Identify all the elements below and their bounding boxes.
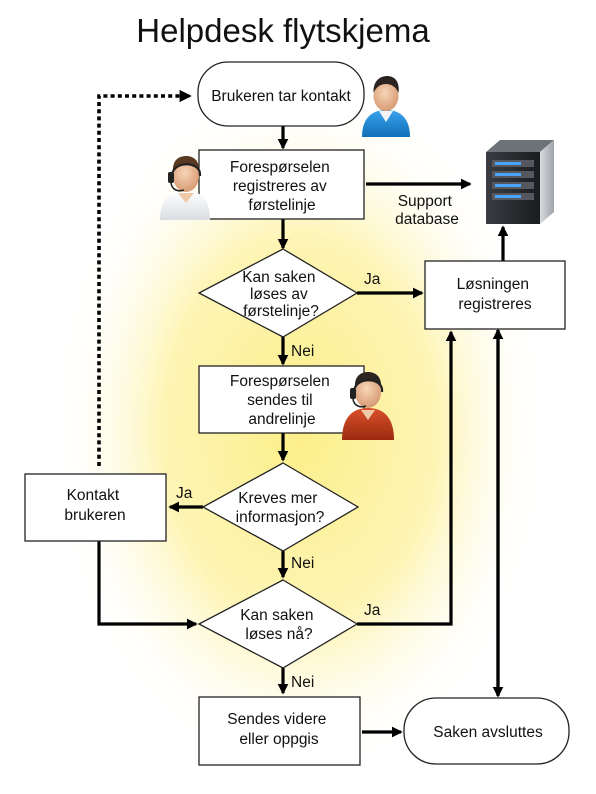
headset-agent-icon [342, 372, 394, 440]
node-closed-label: Saken avsluttes [433, 724, 543, 741]
node-decision-first: Kan saken løses av førstelinje? [197, 248, 359, 338]
node-decision-now-line-1: Kan saken [240, 607, 313, 624]
node-forward-line-1: Sendes videre [227, 711, 326, 728]
node-decision-now-line-2: løses nå? [245, 626, 313, 643]
svg-text:Kan saken løses nå?: Kan saken løses nå? [240, 607, 318, 643]
node-solution-line-2: registreres [458, 296, 531, 313]
node-contact-user-line-2: brukeren [64, 507, 125, 524]
node-send-second-line-1: Forespørselen [230, 373, 330, 390]
node-forward-line-2: eller oppgis [239, 731, 319, 748]
svg-text:Løsningen registreres: Løsningen registreres [457, 276, 534, 313]
edge-label-first-no: Nei [291, 343, 314, 360]
edge-label-now-yes: Ja [364, 602, 381, 619]
node-forward: Sendes videre eller oppgis [198, 696, 361, 766]
node-register-first-line-3: førstelinje [248, 197, 315, 214]
edge-label-info-yes: Ja [176, 485, 193, 502]
node-send-second-line-3: andrelinje [248, 411, 315, 428]
node-start: Brukeren tar kontakt [197, 61, 365, 127]
page-title: Helpdesk flytskjema [136, 12, 430, 49]
node-register-first: Forespørselen registreres av førstelinje [198, 149, 365, 220]
node-contact-user: Kontakt brukeren [24, 473, 167, 542]
svg-text:Sendes videre eller oppg: Sendes videre eller oppgis [227, 711, 330, 748]
node-closed: Saken avsluttes [403, 697, 570, 765]
user-icon [362, 76, 410, 137]
node-decision-now: Kan saken løses nå? [197, 579, 359, 669]
svg-text:Forespørselen sendes til: Forespørselen sendes til andrelinje [230, 373, 334, 428]
svg-text:Kan saken løses av: Kan saken løses av førstelinje? [242, 269, 320, 320]
node-send-second-line-2: sendes til [247, 392, 312, 409]
node-solution-line-1: Løsningen [457, 276, 529, 293]
support-database-line-1: Support [398, 193, 453, 210]
node-decision-first-line-3: førstelinje? [243, 303, 319, 320]
edge-decision-now-yes [357, 330, 457, 626]
headset-agent-icon [160, 156, 210, 220]
node-contact-user-line-1: Kontakt [67, 487, 120, 504]
support-database-line-2: database [395, 211, 459, 228]
server-icon [486, 140, 554, 224]
node-decision-info-line-1: Kreves mer [238, 490, 317, 507]
node-start-label: Brukeren tar kontakt [211, 88, 351, 105]
edge-label-first-yes: Ja [364, 271, 381, 288]
node-solution-registered: Løsningen registreres [424, 260, 566, 330]
svg-text:Forespørselen registrere: Forespørselen registreres av førstelinje [230, 159, 334, 214]
support-database-label: Support database [395, 193, 459, 228]
node-decision-info: Kreves mer informasjon? [201, 462, 360, 552]
node-decision-info-line-2: informasjon? [236, 509, 325, 526]
svg-text:Kontakt brukeren: Kontakt brukeren [64, 487, 125, 524]
edge-contact-to-decision-now [97, 541, 198, 630]
node-register-first-line-2: registreres av [233, 178, 327, 195]
node-decision-first-line-1: Kan saken [242, 269, 315, 286]
node-register-first-line-1: Forespørselen [230, 159, 330, 176]
svg-text:Saken avsluttes: Saken avsluttes [433, 724, 543, 741]
edge-contact-to-start-dotted [97, 89, 192, 466]
edge-label-now-no: Nei [291, 674, 314, 691]
node-send-second: Forespørselen sendes til andrelinje [198, 365, 365, 434]
edge-label-info-no: Nei [291, 555, 314, 572]
svg-text:Brukeren tar kontakt: Brukeren tar kontakt [211, 88, 351, 105]
svg-text:Kreves mer informasjon?: Kreves mer informasjon? [236, 490, 325, 526]
node-decision-first-line-2: løses av [250, 286, 308, 303]
